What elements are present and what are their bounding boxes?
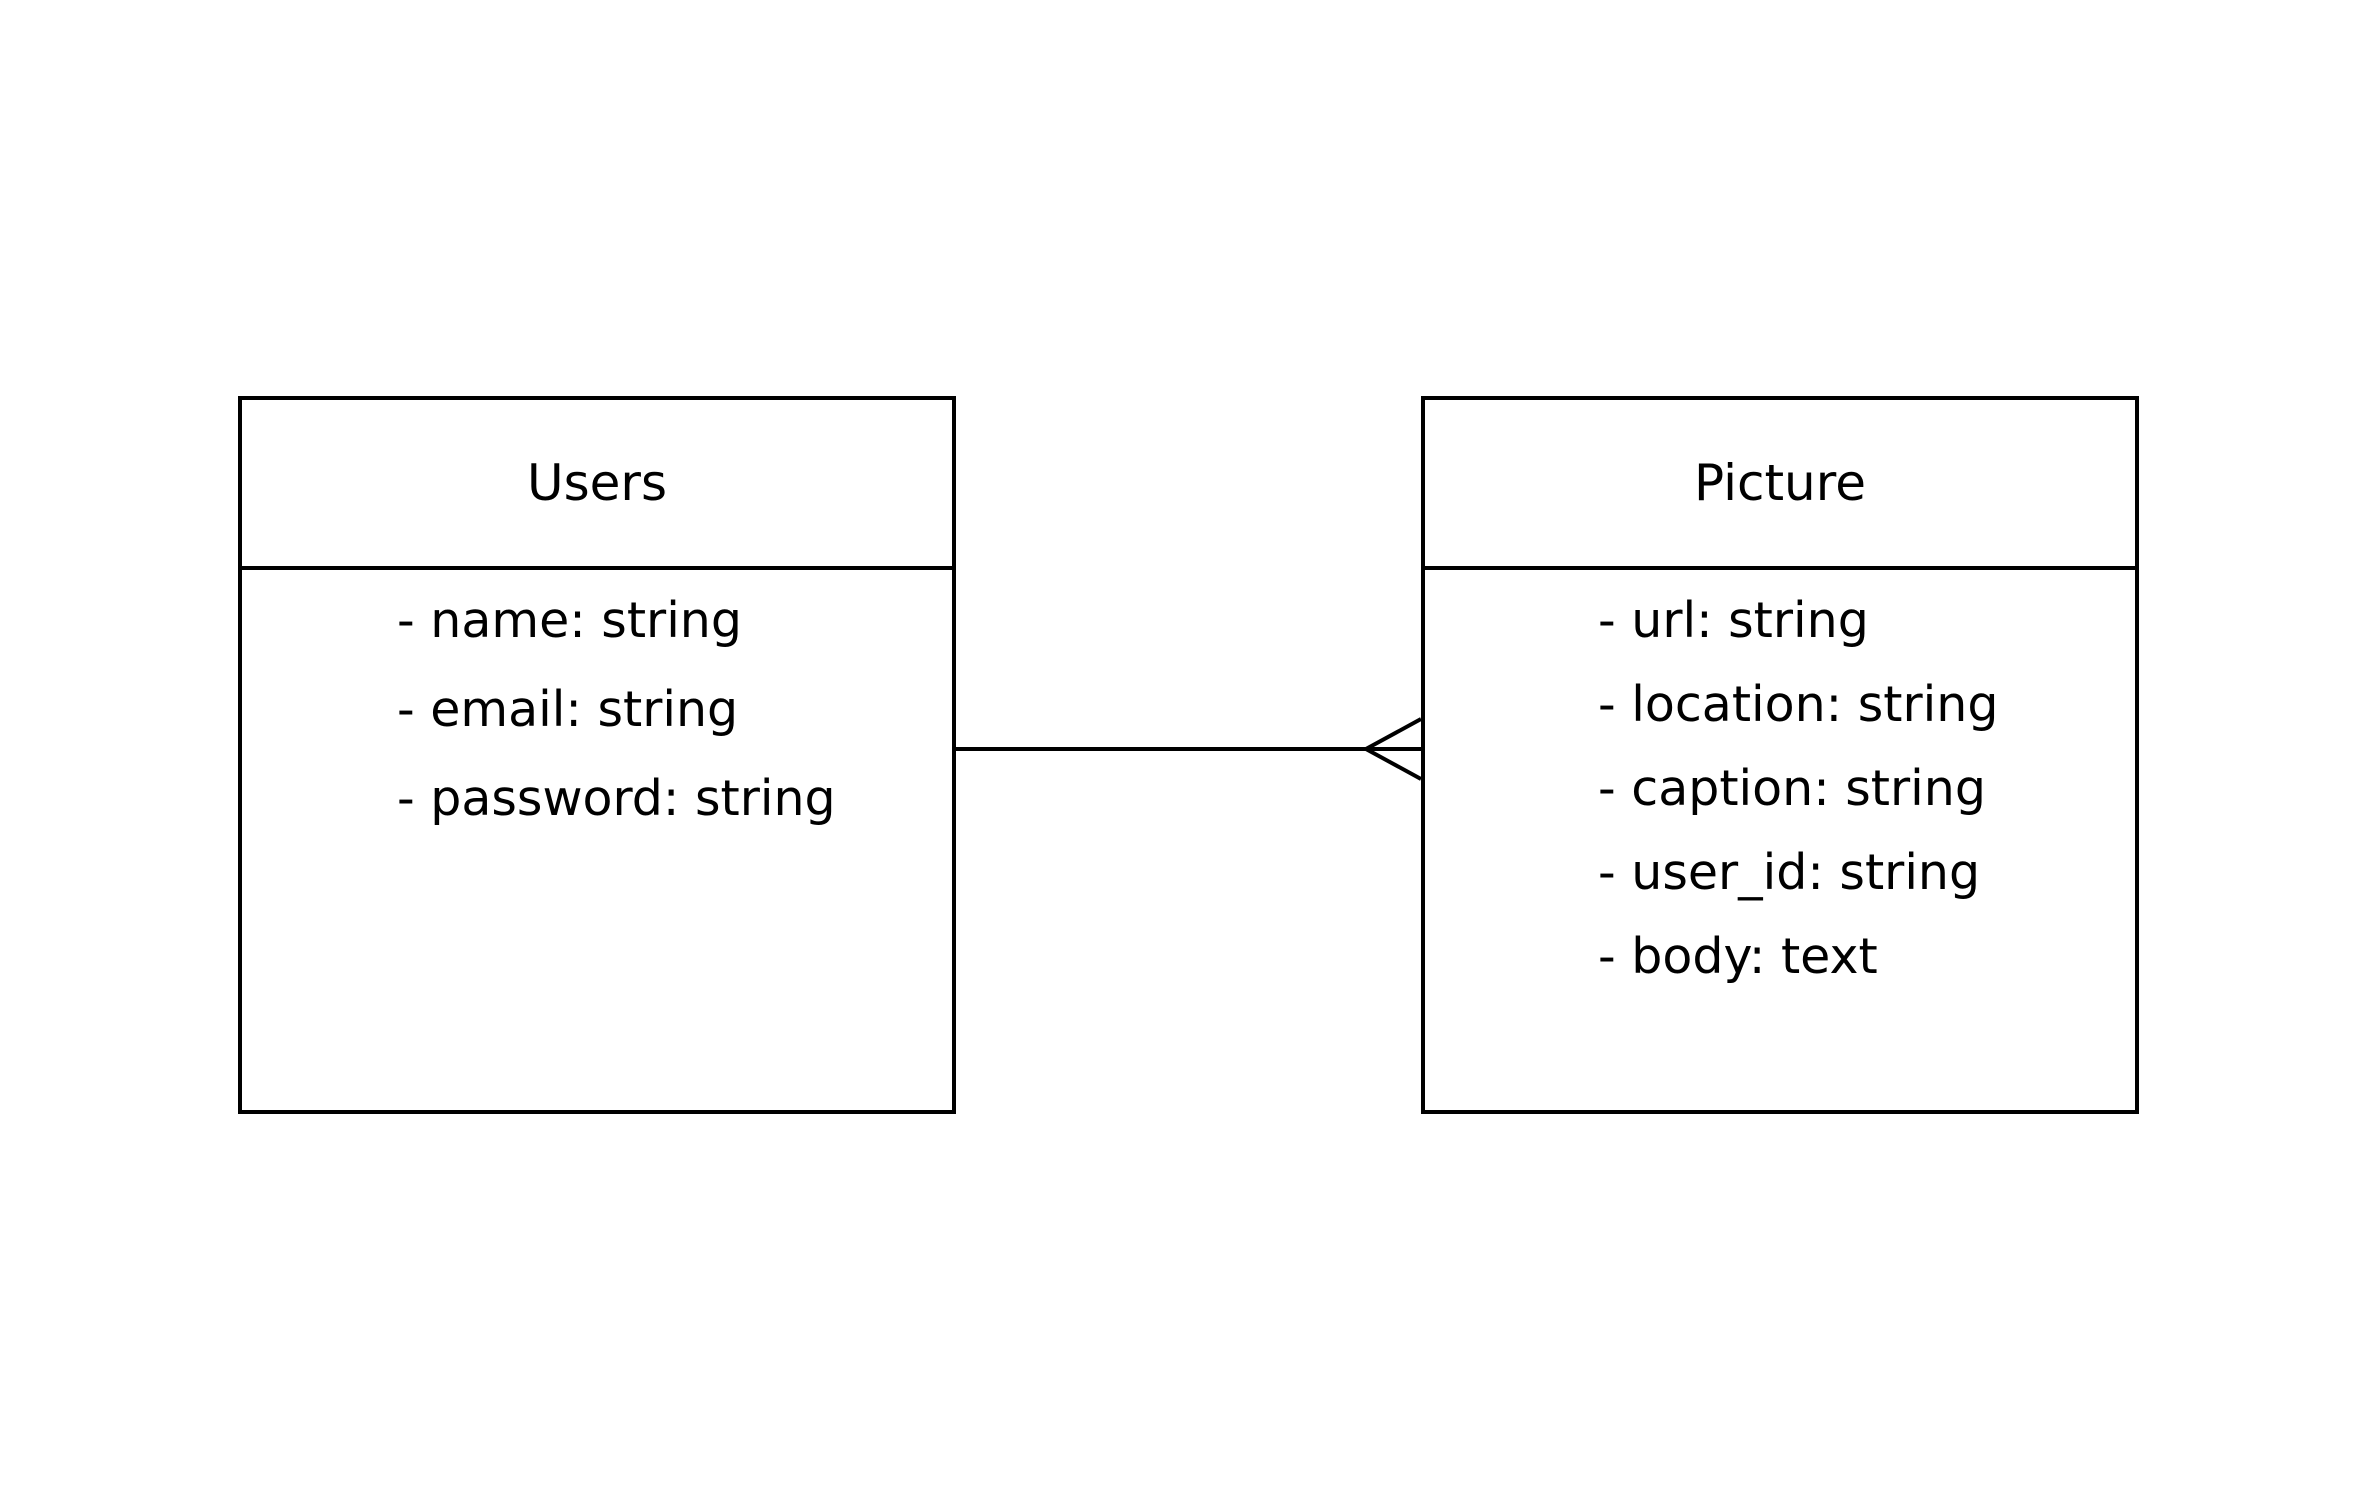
entity-title: Users xyxy=(526,454,667,512)
entity-users[interactable]: Users - name: string - email: string - p… xyxy=(238,396,956,1114)
crow-foot-marker xyxy=(1361,717,1422,781)
attribute-list: - name: string - email: string - passwor… xyxy=(397,596,836,863)
attribute-list: - url: string - location: string - capti… xyxy=(1598,596,1998,1016)
attribute: - email: string xyxy=(397,681,739,738)
entity-title: Picture xyxy=(1694,454,1866,512)
attribute: - body: text xyxy=(1598,928,1878,985)
attribute: - location: string xyxy=(1598,676,1999,733)
attribute: - url: string xyxy=(1598,592,1869,649)
entity-picture[interactable]: Picture - url: string - location: string… xyxy=(1421,396,2139,1114)
entity-header: Users xyxy=(242,400,952,570)
attribute: - user_id: string xyxy=(1598,844,1981,901)
entity-header: Picture xyxy=(1425,400,2135,570)
attribute: - password: string xyxy=(397,770,836,827)
attribute: - caption: string xyxy=(1598,760,1986,817)
attribute: - name: string xyxy=(397,592,742,649)
